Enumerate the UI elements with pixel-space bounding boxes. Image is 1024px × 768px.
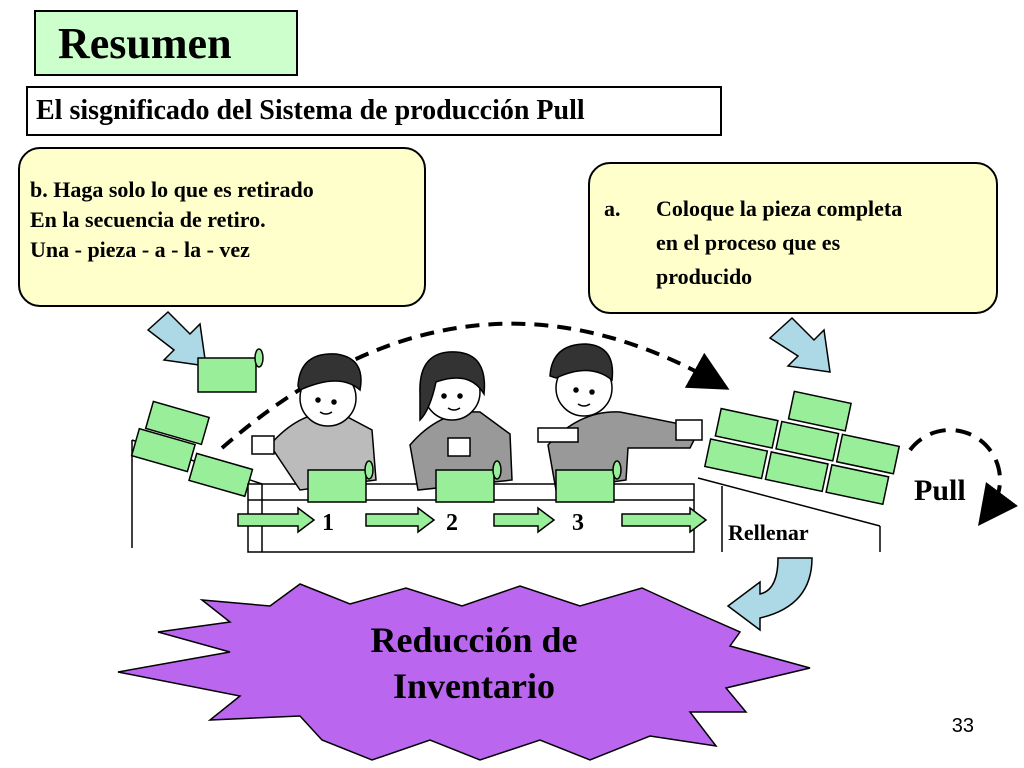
flow-arrows [237,506,708,534]
station-label-1: 1 [322,510,334,536]
callout-right: a. Coloque la pieza completa en el proce… [588,162,998,314]
refill-down-arrow [726,557,813,632]
station-parts [307,460,622,503]
station-label-2: 2 [446,510,458,536]
slide-subtitle: El sisgnificado del Sistema de producció… [36,95,585,126]
left-rack [130,400,263,548]
down-arrow-left [146,310,207,367]
callout-right-line-1: Coloque la pieza completa [656,196,903,221]
callout-right-line-2: en el proceso que es [656,230,841,255]
callout-right-marker: a. [604,196,621,221]
page-number: 33 [951,715,974,737]
slide-title: Resumen [58,19,232,68]
title-box: Resumen [34,10,298,76]
pull-loop-arrow [908,428,1018,527]
kanban-card-tab [254,348,264,368]
callout-left-line-3: Una - pieza - a - la - vez [30,237,250,262]
result-line-2: Inventario [393,666,555,706]
right-rack [697,390,901,552]
kanban-card [197,357,257,393]
result-starburst [117,583,811,761]
pull-label: Pull [914,474,966,507]
result-line-1: Reducción de [371,620,578,660]
refill-label: Rellenar [728,520,809,545]
callout-left: b. Haga solo lo que es retirado En la se… [18,147,426,307]
callout-left-line-2: En la secuencia de retiro. [30,207,266,232]
callout-right-line-3: producido [656,264,753,289]
subtitle-box: El sisgnificado del Sistema de producció… [26,86,722,136]
station-label-3: 3 [572,510,584,536]
down-arrow-right [768,316,831,373]
callout-left-line-1: b. Haga solo lo que es retirado [30,177,314,202]
